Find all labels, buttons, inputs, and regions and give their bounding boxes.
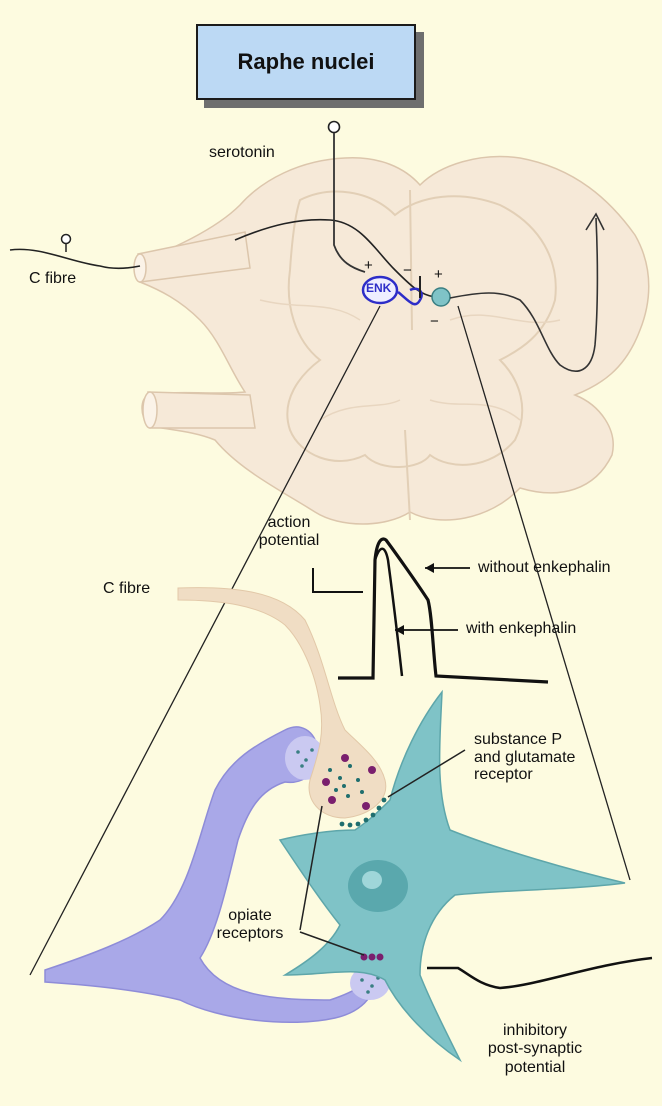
label-opiate-line-2: receptors bbox=[195, 925, 305, 943]
label-substance-p-line-3: receptor bbox=[474, 766, 575, 784]
label-ipsp-line-2: post-synaptic bbox=[470, 1040, 600, 1058]
label-substance-p: substance P and glutamate receptor bbox=[474, 731, 575, 784]
c-fibre-top-axon bbox=[10, 249, 140, 268]
label-action-line-1: action bbox=[239, 514, 339, 532]
arrowhead-without bbox=[425, 563, 434, 573]
trace-with-enkephalin bbox=[375, 549, 402, 676]
label-minus-mid: − bbox=[403, 262, 412, 279]
label-plus-right: + bbox=[434, 266, 443, 283]
label-ipsp: inhibitory post-synaptic potential bbox=[470, 1022, 600, 1077]
label-ipsp-line-3: potential bbox=[470, 1059, 600, 1077]
spinal-cord-body bbox=[138, 157, 649, 524]
label-action-line-2: potential bbox=[239, 532, 339, 550]
label-opiate-receptors: opiate receptors bbox=[195, 907, 305, 944]
label-substance-p-line-2: and glutamate bbox=[474, 749, 575, 767]
ipsp-trace bbox=[427, 958, 652, 988]
label-with-enkephalin: with enkephalin bbox=[466, 620, 576, 638]
neuron-nucleolus bbox=[362, 871, 382, 889]
label-substance-p-line-1: substance P bbox=[474, 731, 575, 749]
label-opiate-line-1: opiate bbox=[195, 907, 305, 925]
label-ipsp-line-1: inhibitory bbox=[470, 1022, 600, 1040]
label-action-potential: action potential bbox=[239, 514, 339, 551]
dorsal-root-end bbox=[134, 254, 146, 282]
dorsal-horn-neuron-soma bbox=[432, 288, 450, 306]
label-serotonin: serotonin bbox=[209, 144, 275, 162]
label-c-fibre-top: C fibre bbox=[29, 270, 76, 288]
baseline-bracket bbox=[313, 568, 363, 592]
page-title: Raphe nuclei bbox=[238, 49, 375, 75]
label-without-enkephalin: without enkephalin bbox=[478, 559, 611, 577]
label-c-fibre-bottom: C fibre bbox=[103, 580, 150, 598]
serotonin-soma bbox=[329, 122, 340, 133]
spinal-cord-section bbox=[134, 157, 649, 524]
label-enk: ENK bbox=[366, 282, 391, 296]
ventral-root-end bbox=[143, 392, 157, 428]
c-fibre-top-soma bbox=[62, 235, 71, 244]
ventral-root bbox=[148, 392, 255, 428]
title-box: Raphe nuclei bbox=[196, 24, 416, 100]
label-plus-left: + bbox=[364, 257, 373, 274]
label-minus-bottom: − bbox=[430, 313, 439, 330]
